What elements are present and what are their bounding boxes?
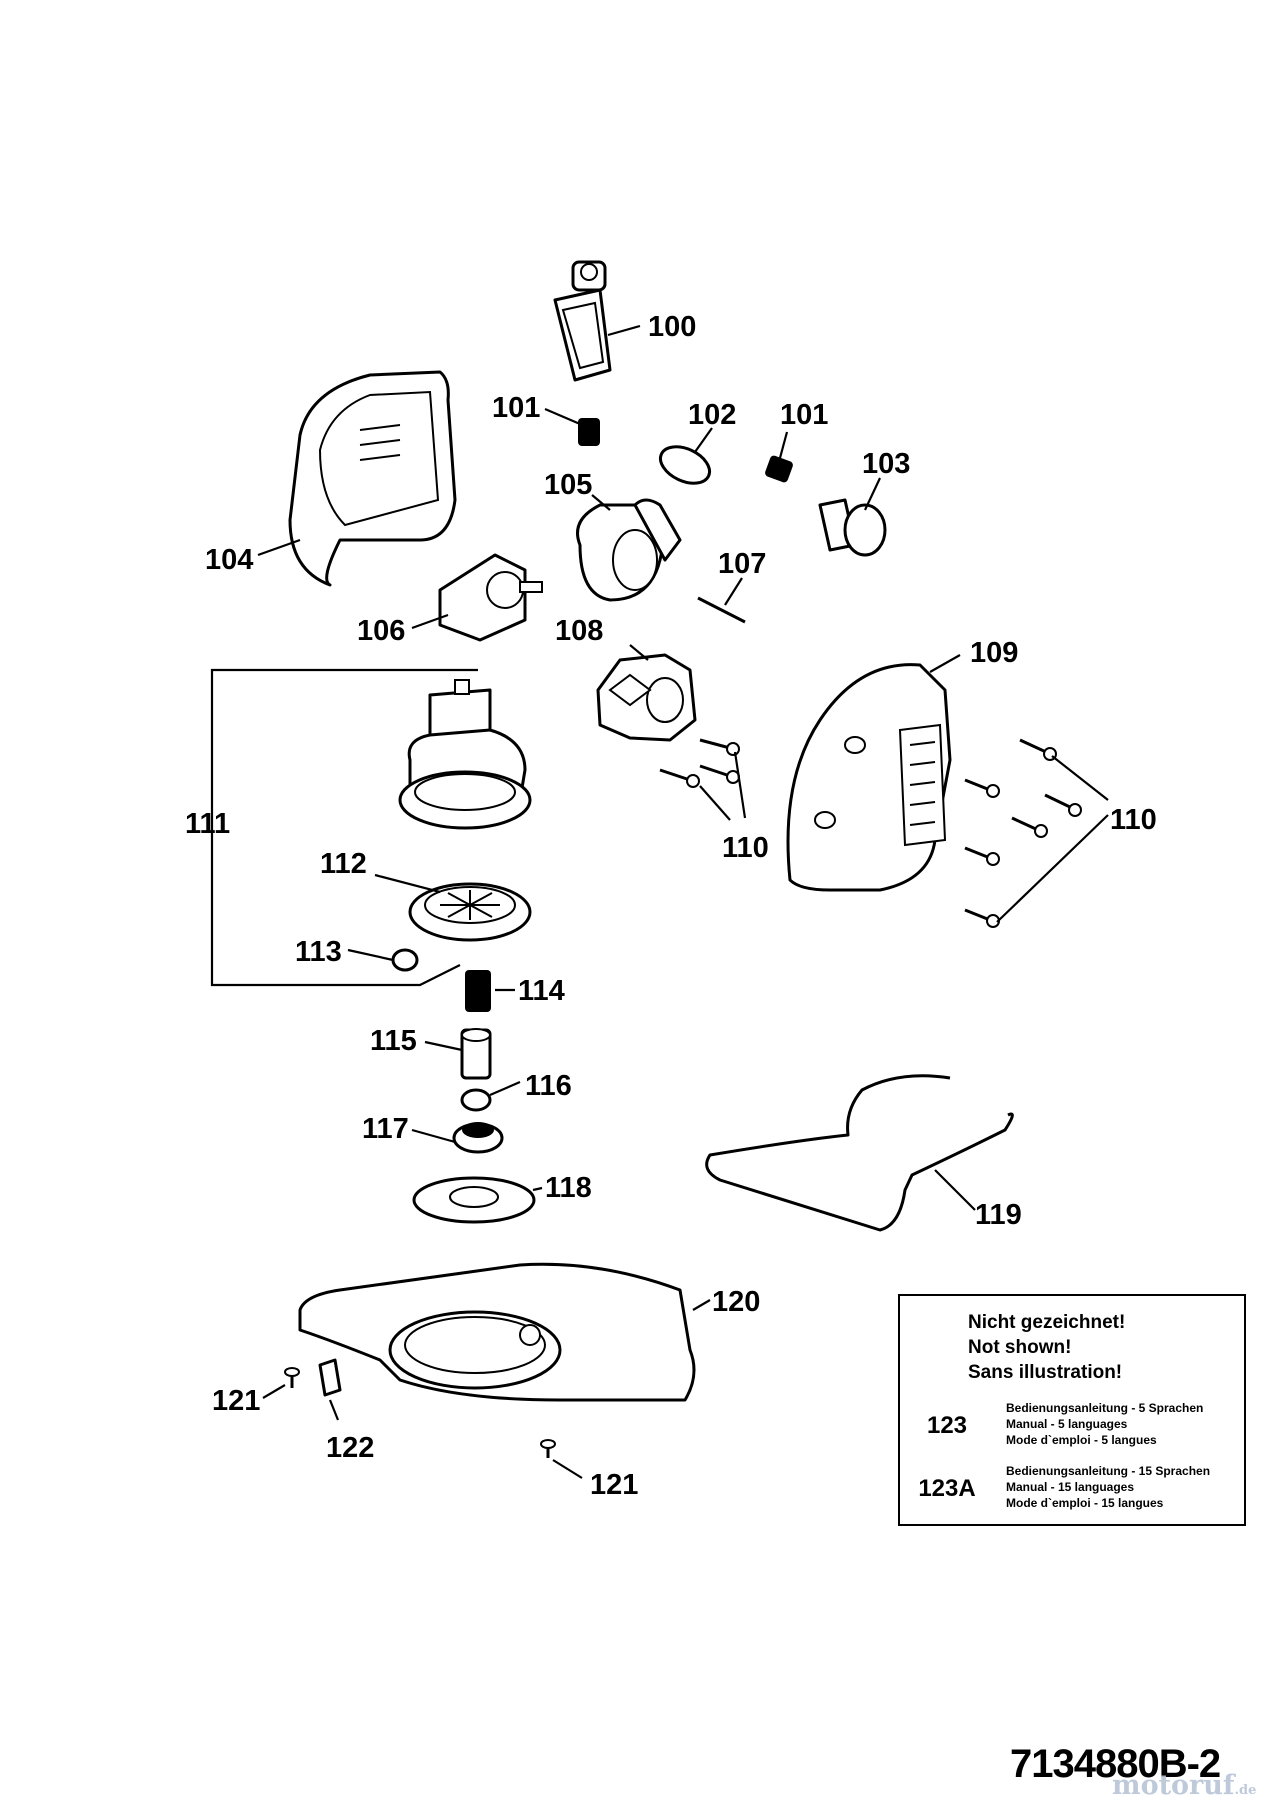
part-110-screws-right	[964, 738, 1109, 928]
part-112-flange	[374, 873, 532, 942]
part-118-disc	[412, 1176, 543, 1224]
part-101-spring-left	[544, 407, 600, 446]
part-105-collar	[576, 494, 682, 602]
watermark-main: motoruf	[1112, 1770, 1235, 1801]
label-111: 111	[185, 808, 230, 840]
label-107: 107	[718, 548, 766, 580]
label-118: 118	[545, 1172, 592, 1204]
label-113: 113	[295, 936, 342, 968]
manual-text: Bedienungsanleitung - 15 Sprachen Manual…	[1006, 1463, 1210, 1511]
part-122-label-plate	[318, 1358, 342, 1421]
manual-text: Bedienungsanleitung - 5 Sprachen Manual …	[1006, 1400, 1203, 1448]
manual-text-de: Bedienungsanleitung - 5 Sprachen	[1006, 1401, 1204, 1415]
label-117: 117	[362, 1113, 409, 1145]
label-121-right: 121	[590, 1469, 638, 1501]
label-110-left: 110	[722, 832, 769, 864]
manual-number: 123	[926, 1412, 968, 1439]
manual-text-en: Manual - 15 languages	[1006, 1480, 1135, 1494]
label-106: 106	[357, 615, 405, 647]
label-102: 102	[688, 399, 736, 431]
label-103: 103	[862, 448, 910, 480]
watermark-tld: .de	[1234, 1783, 1257, 1798]
not-shown-fr: Sans illustration!	[968, 1362, 1123, 1383]
manual-text-fr: Mode d`emploi - 5 langues	[1006, 1433, 1157, 1447]
part-103-plug	[818, 477, 887, 557]
not-shown-en: Not shown!	[968, 1337, 1072, 1358]
part-106-clamp	[411, 553, 543, 642]
manual-number: 123A	[918, 1475, 976, 1502]
label-114: 114	[518, 975, 565, 1007]
part-121-screw-left	[262, 1367, 300, 1399]
part-115-shaft	[424, 1028, 492, 1080]
part-109-motor-cover	[786, 654, 961, 892]
part-104-housing-half	[257, 370, 457, 587]
label-116: 116	[525, 1070, 572, 1102]
not-shown-parts-box: Nicht gezeichnet! Not shown! Sans illust…	[898, 1294, 1246, 1526]
manual-row-123a: 123A Bedienungsanleitung - 15 Sprachen M…	[900, 1462, 1244, 1514]
label-120: 120	[712, 1286, 760, 1318]
not-shown-de: Nicht gezeichnet!	[968, 1312, 1126, 1333]
part-113-nut	[347, 948, 419, 972]
part-100-switch-frame	[553, 260, 641, 382]
label-100: 100	[648, 311, 696, 343]
watermark-logo: motoruf.de	[1112, 1770, 1256, 1801]
label-110-right: 110	[1110, 804, 1157, 836]
label-101-left: 101	[492, 392, 540, 424]
document-number: 7134880B-2	[1010, 1742, 1221, 1786]
manual-text-de: Bedienungsanleitung - 15 Sprachen	[1006, 1464, 1211, 1478]
part-101-spring-right	[765, 431, 793, 483]
part-102-button-cap	[658, 427, 713, 485]
manual-row-123: 123 Bedienungsanleitung - 5 Sprachen Man…	[900, 1399, 1244, 1451]
part-117-bushing	[411, 1122, 504, 1154]
part-110-screws-left	[659, 738, 747, 821]
part-121-screw-right	[540, 1439, 583, 1479]
not-shown-heading: Nicht gezeichnet! Not shown! Sans illust…	[968, 1310, 1125, 1385]
label-104: 104	[205, 544, 253, 576]
part-120-guard	[298, 1262, 711, 1402]
part-107-pin	[697, 577, 746, 624]
label-121-left: 121	[212, 1385, 260, 1417]
label-115: 115	[370, 1025, 417, 1057]
manual-text-fr: Mode d`emploi - 15 langues	[1006, 1496, 1164, 1510]
label-101-right: 101	[780, 399, 828, 431]
label-112: 112	[320, 848, 367, 880]
part-111-motor	[210, 668, 532, 987]
part-116-cap-nut	[460, 1080, 521, 1112]
part-119-wire-guard	[705, 1074, 1014, 1232]
label-108: 108	[555, 615, 603, 647]
part-108-elbow-coupling	[596, 644, 697, 742]
label-119: 119	[975, 1199, 1022, 1231]
label-109: 109	[970, 637, 1018, 669]
label-122: 122	[326, 1432, 374, 1464]
label-105: 105	[544, 469, 592, 501]
part-114-spring	[465, 970, 515, 1012]
manual-text-en: Manual - 5 languages	[1006, 1417, 1128, 1431]
